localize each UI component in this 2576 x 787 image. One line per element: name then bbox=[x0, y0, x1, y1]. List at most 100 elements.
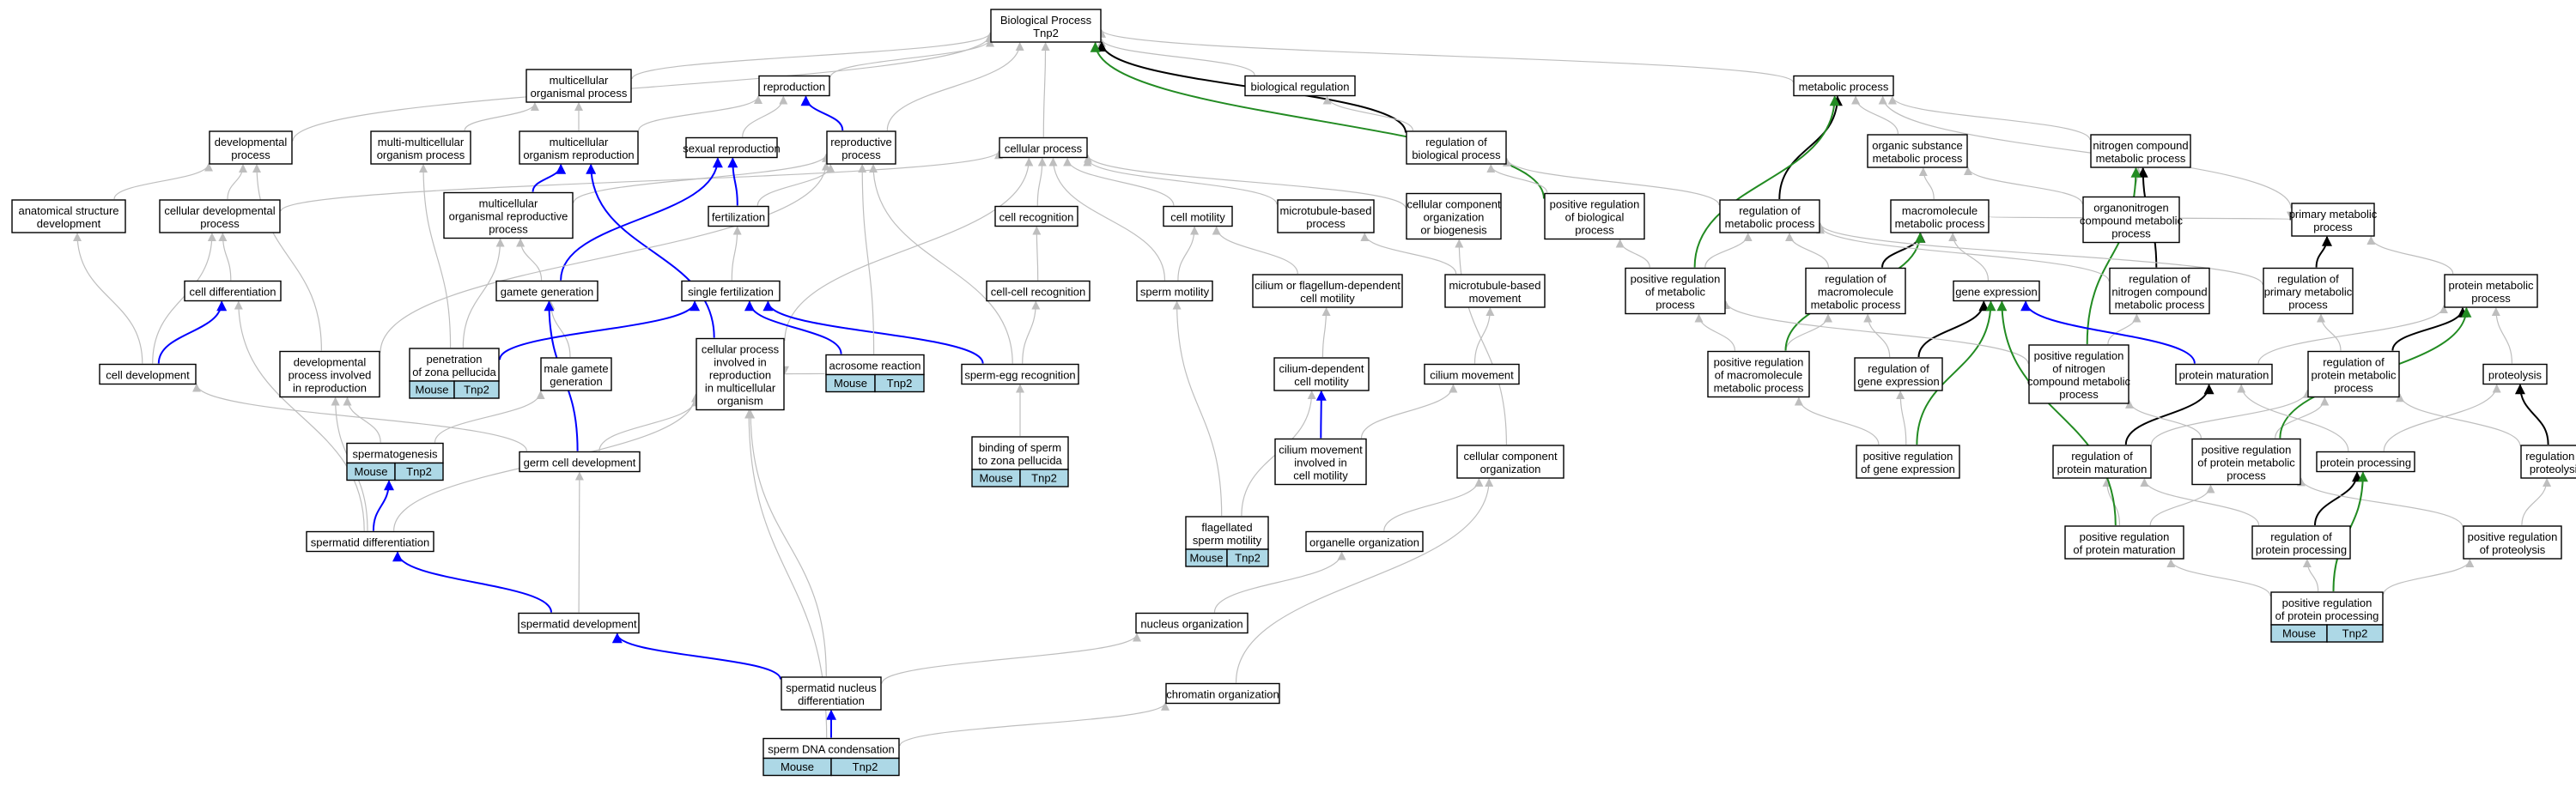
annotation-gene: Tnp2 bbox=[406, 465, 432, 478]
node-box bbox=[1625, 267, 1726, 315]
go-term-node-metab[interactable]: metabolic process bbox=[1793, 75, 1894, 97]
go-term-node-singfert[interactable]: single fertilization bbox=[681, 280, 781, 302]
edge-mcop-to-bp bbox=[631, 32, 994, 80]
node-label-line: in reproduction bbox=[293, 382, 367, 395]
node-label-line: metabolic process bbox=[1811, 299, 1901, 312]
edge-posregmp-to-metab bbox=[1693, 95, 1840, 268]
go-term-node-celldev[interactable]: cell development bbox=[99, 363, 197, 385]
node-label-line: metabolic process bbox=[2115, 299, 2205, 312]
go-term-node-fert[interactable]: fertilization bbox=[708, 205, 769, 227]
node-label-line: cellular component bbox=[1406, 198, 1501, 211]
node-label-line: cell differentiation bbox=[190, 286, 276, 299]
go-term-node-cellmot[interactable]: cell motility bbox=[1163, 205, 1233, 227]
go-term-node-sexrep[interactable]: sexual reproduction bbox=[683, 136, 781, 159]
go-term-node-spegg[interactable]: sperm-egg recognition bbox=[961, 363, 1079, 385]
go-term-node-cellproc[interactable]: cellular process bbox=[999, 136, 1088, 159]
node-box bbox=[1273, 357, 1370, 391]
go-term-node-gamgen[interactable]: gamete generation bbox=[495, 280, 598, 302]
go-term-node-spdev[interactable]: spermatid development bbox=[518, 612, 640, 634]
node-label-line: positive regulation bbox=[2468, 530, 2558, 543]
go-term-node-protproc[interactable]: protein processing bbox=[2316, 451, 2415, 473]
go-term-node-proteol[interactable]: proteolysis bbox=[2482, 363, 2548, 385]
edge-spmot-to-cellmot bbox=[1177, 226, 1200, 281]
go-term-node-repro[interactable]: reproduction bbox=[758, 75, 830, 97]
go-term-node-cellrec[interactable]: cell recognition bbox=[994, 205, 1078, 227]
edge-posregnit-to-regnit bbox=[2107, 313, 2142, 345]
go-term-node-spmot[interactable]: sperm motility bbox=[1136, 280, 1213, 302]
go-term-node-geneexp[interactable]: gene expression bbox=[1953, 280, 2040, 302]
go-term-node-bioreg[interactable]: biological regulation bbox=[1244, 75, 1356, 97]
node-label-line: organism reproduction bbox=[523, 148, 634, 161]
edge-regprim-to-regmp bbox=[1816, 222, 2263, 285]
node-label-line: regulation of bbox=[2323, 356, 2385, 369]
go-term-node-ccrec[interactable]: cell-cell recognition bbox=[986, 280, 1091, 302]
go-term-node-orgorg[interactable]: organelle organization bbox=[1305, 530, 1424, 553]
edge-fert-to-repproc bbox=[756, 164, 835, 206]
go-term-node-celldiff[interactable]: cell differentiation bbox=[184, 280, 282, 302]
node-label-line: in multicellular bbox=[705, 382, 776, 395]
edge-mmop-to-mcop bbox=[464, 102, 539, 131]
go-term-node-spdiff[interactable]: spermatid differentiation bbox=[306, 530, 434, 553]
go-term-node-chrom[interactable]: chromatin organization bbox=[1165, 682, 1280, 705]
go-term-node-cilmov[interactable]: cilium movement bbox=[1424, 363, 1520, 385]
edge-posregprotmat-to-posregprotmet bbox=[2149, 484, 2215, 526]
go-term-node-nucorg[interactable]: nucleus organization bbox=[1135, 612, 1249, 634]
go-term-node-protmat[interactable]: protein maturation bbox=[2175, 363, 2273, 385]
annotation-gene: Tnp2 bbox=[887, 377, 913, 390]
go-term-node-gcd[interactable]: germ cell development bbox=[519, 451, 641, 473]
node-box bbox=[2520, 445, 2576, 479]
